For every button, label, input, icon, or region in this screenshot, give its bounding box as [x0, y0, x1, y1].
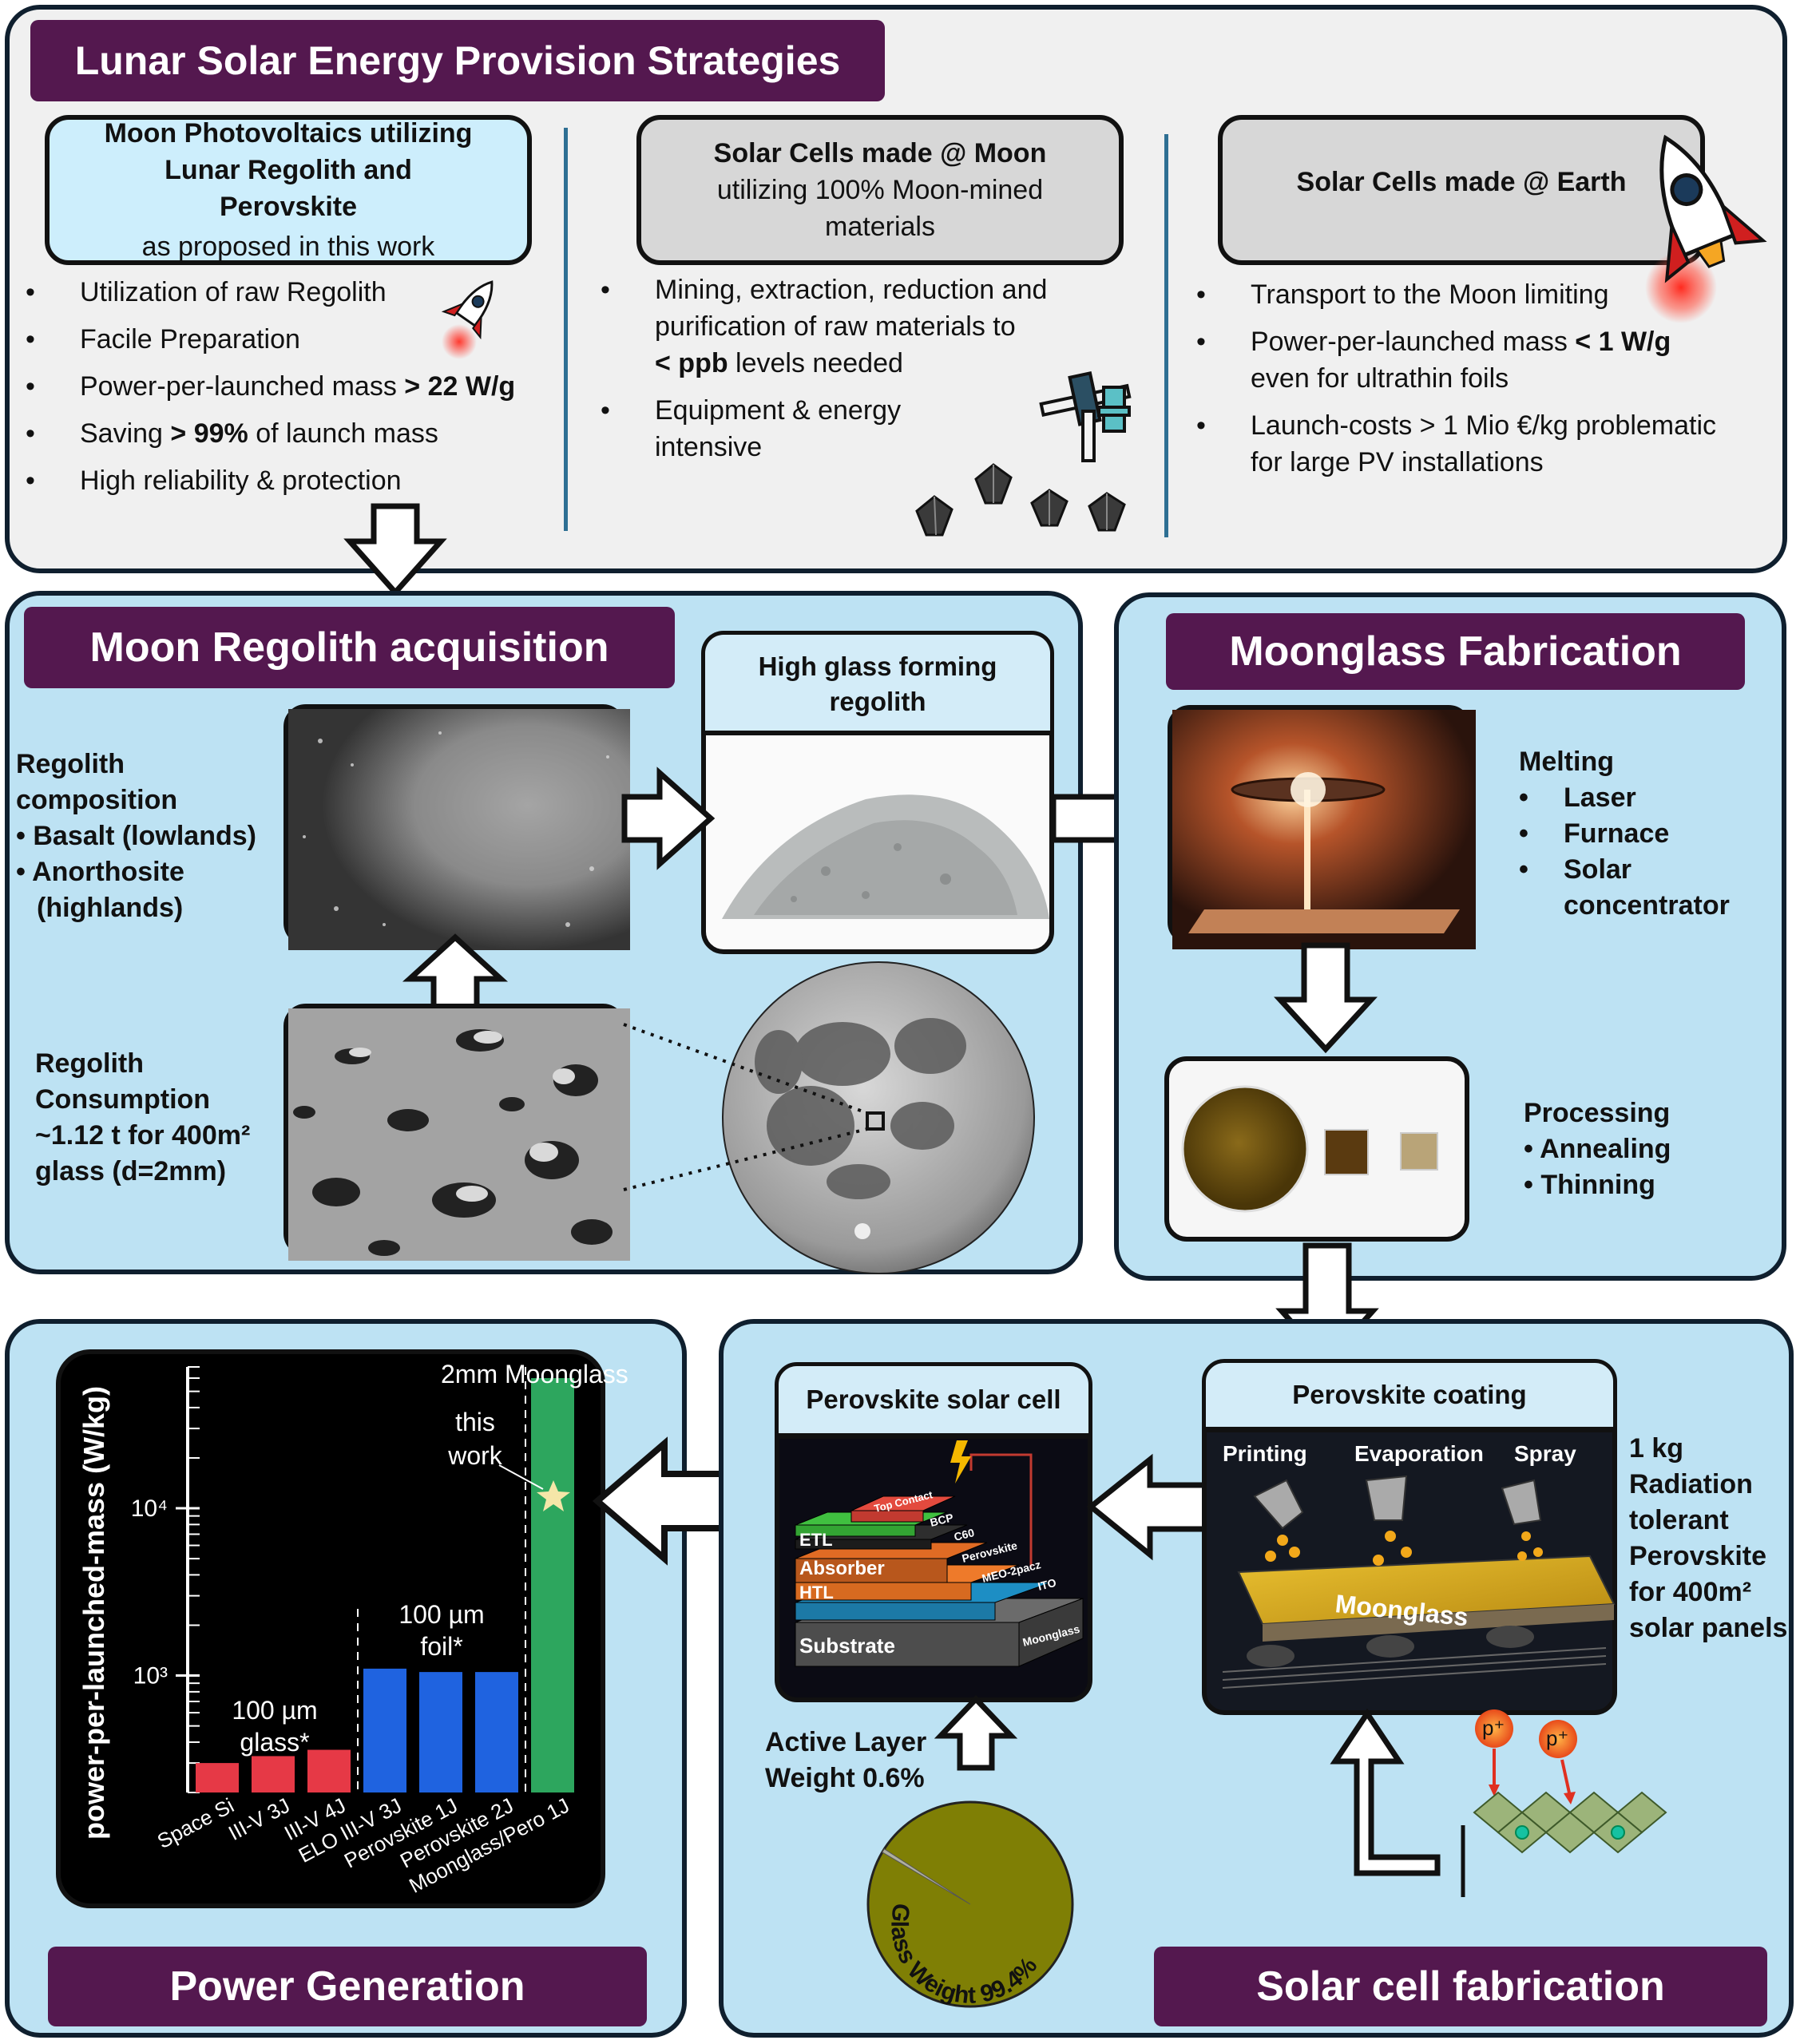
- regolith-title: Moon Regolith acquisition: [24, 607, 675, 688]
- weight-pie-chart: Glass Weight 99.4%: [866, 1800, 1074, 2009]
- coating-photo: Printing Evaporation Spray Moonglass: [1202, 1428, 1617, 1715]
- col3-bullets: •Transport to the Moon limiting • Power-…: [1196, 276, 1755, 491]
- col1-bullets: •Utilization of raw Regolith •Facile Pre…: [26, 274, 537, 509]
- solarcell-title: Solar cell fabrication: [1154, 1947, 1767, 2026]
- melting-info: Melting •Laser •Furnace •Solar concentra…: [1519, 747, 1730, 921]
- layer-label-bcp: BCP: [929, 1511, 955, 1529]
- method-spray: Spray: [1514, 1441, 1576, 1466]
- perovskite-info: 1 kg Radiation tolerant Perovskite for 4…: [1629, 1433, 1788, 1643]
- lightning-icon: [950, 1440, 971, 1483]
- arrow-down-1: [343, 503, 447, 597]
- list-item: •Saving > 99% of launch mass: [26, 418, 438, 449]
- ytick-label: 10⁴: [131, 1495, 168, 1522]
- active-layer-label: Active Layer Weight 0.6%: [765, 1727, 927, 1793]
- large-rocket-icon: [1645, 134, 1767, 323]
- strategy-earth-made: Solar Cells made @ Earth: [1218, 115, 1705, 265]
- list-item: •Facile Preparation: [26, 324, 300, 355]
- layer-label-htl: HTL: [799, 1583, 834, 1602]
- arrow-up-2: [934, 1694, 1018, 1771]
- chart-bar: [307, 1749, 351, 1792]
- arrow-left-2: [1086, 1453, 1214, 1561]
- lunar-surface-photo: [283, 1004, 630, 1261]
- chart-bar: [196, 1763, 239, 1792]
- list-item: •High reliability & protection: [26, 465, 402, 496]
- page-title: Lunar Solar Energy Provision Strategies: [30, 20, 885, 101]
- chart-bar: [531, 1378, 574, 1792]
- regolith-consumption: Regolith Consumption ~1.12 t for 400m² g…: [35, 1048, 251, 1186]
- chart-ylabel: power-per-launched-mass (W/kg): [77, 1386, 110, 1840]
- moon-image: [623, 961, 1035, 1274]
- layer-label-c60: C60: [953, 1526, 976, 1543]
- strategy-earth-made-title: Solar Cells made @ Earth: [1296, 167, 1627, 197]
- cell-label: Perovskite solar cell: [775, 1362, 1092, 1437]
- moonglass-title: Moonglass Fabrication: [1166, 613, 1745, 690]
- strategy-moon-pv-title: Moon Photovoltaics utilizing Lunar Regol…: [104, 118, 473, 222]
- layer-label-ito: ITO: [1037, 1576, 1057, 1593]
- chart-bar: [252, 1756, 295, 1792]
- group-label-moonglass: 2mm Moonglass: [441, 1360, 628, 1388]
- proton-label: p⁺: [1546, 1726, 1568, 1750]
- power-chart: power-per-launched-mass (W/kg) 10³ 10⁴ 1…: [56, 1349, 628, 1908]
- regolith-powder-photo: [701, 731, 1054, 954]
- layer-label-absorber: Absorber: [799, 1558, 885, 1579]
- mining-tools-icon: [1039, 371, 1132, 462]
- high-glass-label: High glass forming regolith: [701, 631, 1054, 733]
- chart-bar: [475, 1672, 518, 1792]
- divider-1: [564, 128, 568, 531]
- layer-label-substrate: Substrate: [799, 1634, 895, 1658]
- power-title: Power Generation: [48, 1947, 647, 2026]
- star-icon: [537, 1480, 570, 1511]
- list-item: •Transport to the Moon limiting: [1196, 279, 1609, 310]
- method-printing: Printing: [1223, 1441, 1307, 1466]
- arrow-right-1: [621, 766, 716, 870]
- processing-info: Processing • Annealing • Thinning: [1524, 1098, 1671, 1200]
- list-item: •Utilization of raw Regolith: [26, 277, 387, 307]
- chart-bar: [363, 1668, 406, 1792]
- regolith-photo: [283, 704, 630, 950]
- arrow-up-1: [402, 933, 509, 1011]
- regolith-composition: Regolith composition • Basalt (lowlands)…: [16, 749, 256, 923]
- small-rocket-icon: [441, 280, 494, 359]
- strategy-moon-pv-subtitle: as proposed in this work: [141, 232, 435, 262]
- ytick-label: 10³: [133, 1663, 168, 1689]
- proton-label: p⁺: [1482, 1716, 1505, 1740]
- list-item: •Power-per-launched mass > 22 W/g: [26, 371, 516, 402]
- pie-slice-active: [882, 1848, 971, 1905]
- glass-samples-photo: [1164, 1056, 1469, 1242]
- radiation-arrow: [1330, 1708, 1465, 1897]
- melting-photo: [1168, 705, 1476, 949]
- coating-label: Perovskite coating: [1202, 1359, 1617, 1431]
- rocks-icon: [915, 463, 1126, 537]
- arrow-down-2: [1274, 942, 1378, 1054]
- layer-label-meo: MEO-2pacz: [981, 1558, 1042, 1585]
- method-evaporation: Evaporation: [1354, 1441, 1484, 1466]
- perovskite-lattice-icon: p⁺ p⁺: [1473, 1709, 1667, 1854]
- strategy-moon-pv: Moon Photovoltaics utilizing Lunar Regol…: [45, 115, 532, 265]
- divider-2: [1164, 134, 1168, 537]
- strategy-moon-made-subtitle: utilizing 100% Moon-mined materials: [716, 175, 1044, 242]
- layer-label-etl: ETL: [799, 1530, 833, 1550]
- strategy-moon-made: Solar Cells made @ Moon utilizing 100% M…: [636, 115, 1124, 265]
- strategy-moon-made-title: Solar Cells made @ Moon: [713, 138, 1047, 168]
- chart-bar: [419, 1672, 462, 1792]
- cell-stack-photo: ETL Absorber HTL Substrate Top Contact B…: [775, 1434, 1092, 1702]
